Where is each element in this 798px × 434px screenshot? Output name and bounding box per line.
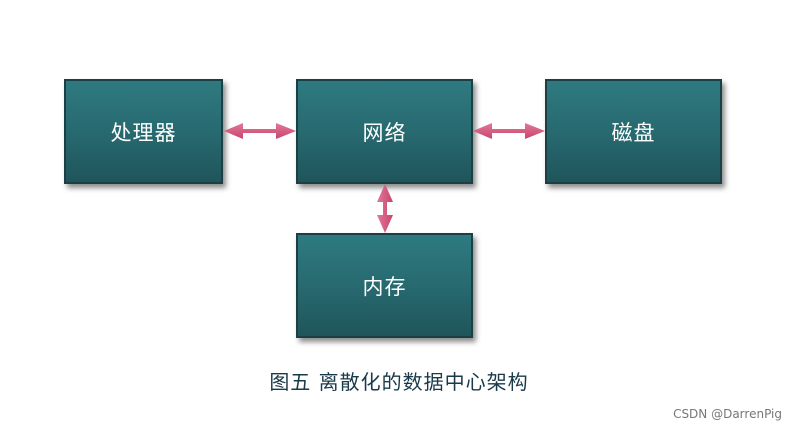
processor-label: 处理器 <box>110 120 177 145</box>
network-node: 网络 <box>296 79 473 184</box>
disk-label: 磁盘 <box>611 120 656 145</box>
disk-node: 磁盘 <box>545 79 722 184</box>
network-label: 网络 <box>362 120 407 145</box>
processor-network-arrow <box>224 123 296 139</box>
memory-node: 内存 <box>296 233 473 338</box>
network-disk-arrow <box>473 123 545 139</box>
processor-node: 处理器 <box>64 79 223 184</box>
figure-caption: 图五 离散化的数据中心架构 <box>269 370 529 394</box>
memory-label: 内存 <box>362 274 407 299</box>
watermark: CSDN @DarrenPig <box>673 407 782 421</box>
network-memory-arrow <box>377 184 393 233</box>
